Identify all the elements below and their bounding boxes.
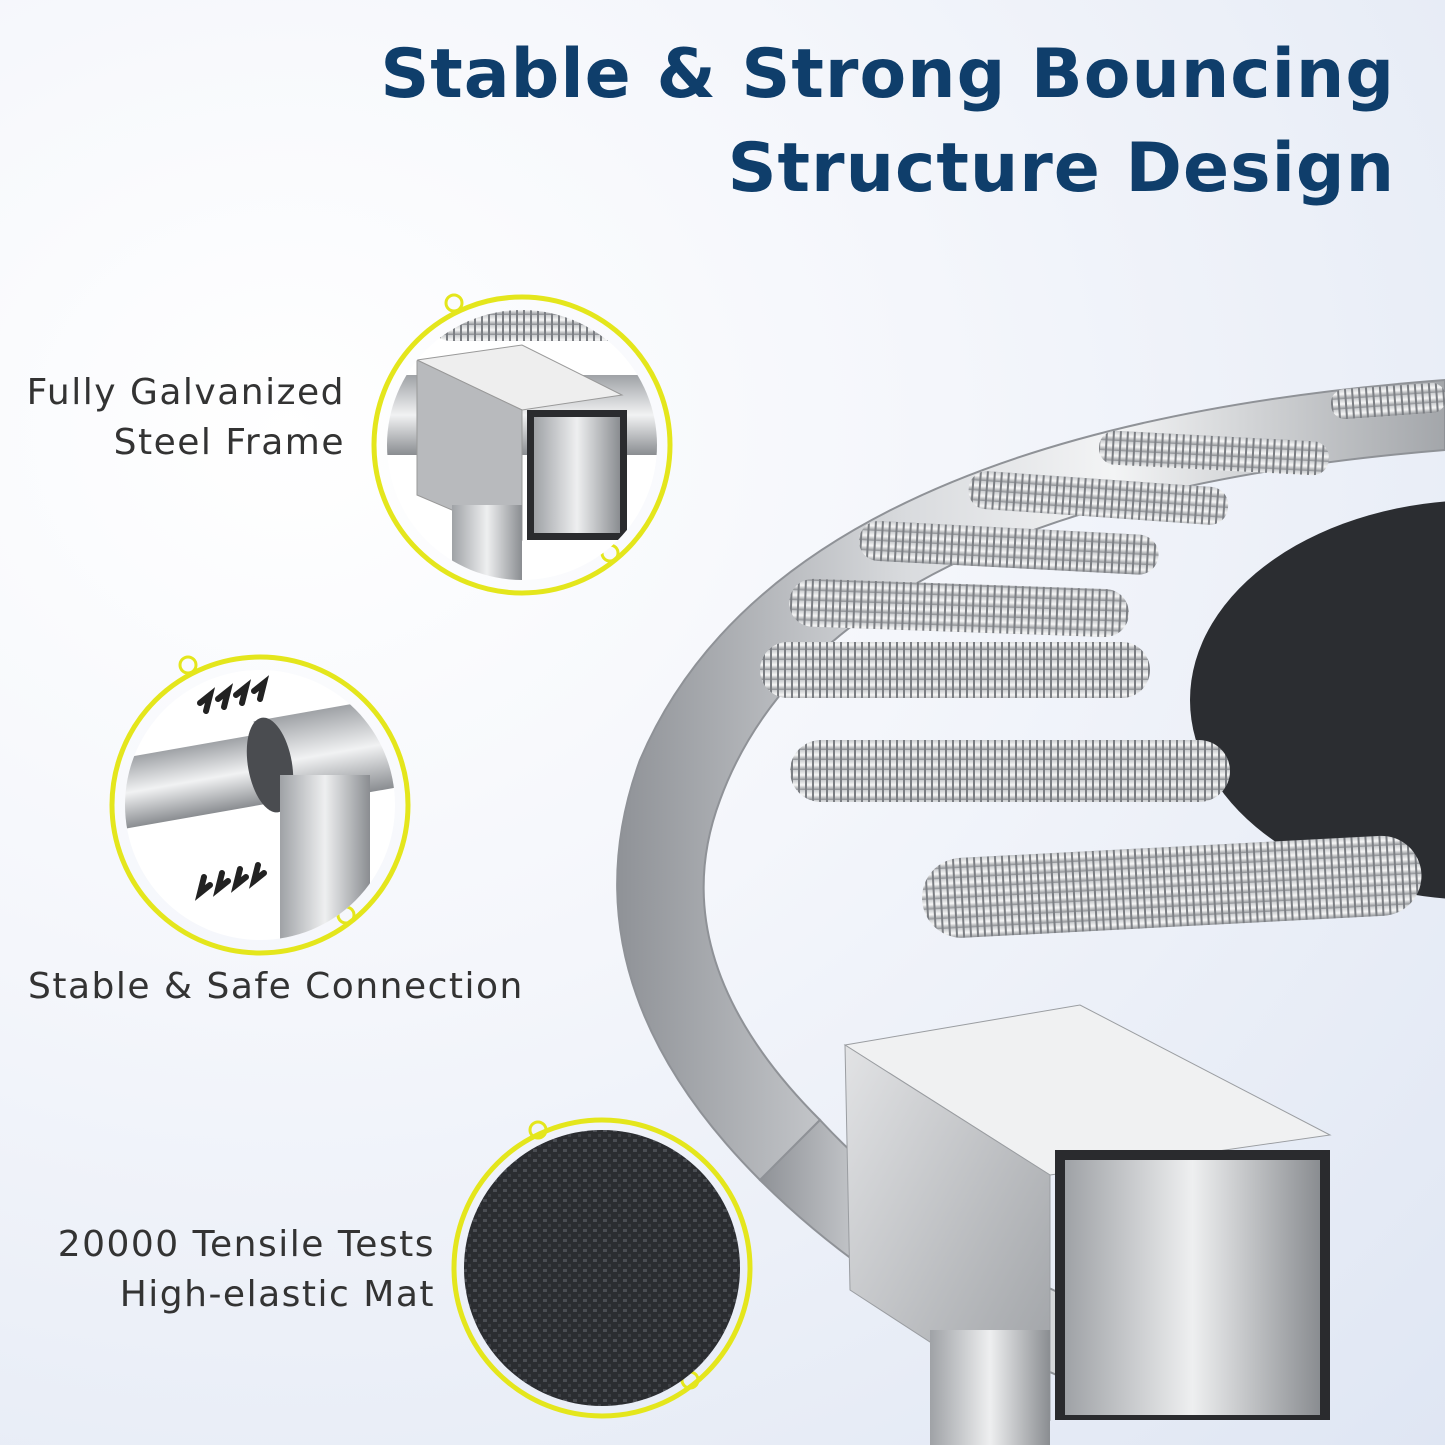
feature-frame-line-2: Steel Frame bbox=[113, 422, 345, 463]
page-title: Stable & Strong Bouncing Structure Desig… bbox=[380, 28, 1395, 216]
feature-label-mat: 20000 Tensile Tests High-elastic Mat bbox=[58, 1220, 435, 1320]
feature-mat-line-2: High-elastic Mat bbox=[119, 1274, 435, 1315]
feature-frame-line-1: Fully Galvanized bbox=[26, 372, 345, 413]
title-line-1: Stable & Strong Bouncing bbox=[380, 35, 1395, 114]
mat-texture-closeup bbox=[451, 1117, 753, 1419]
arrows-icon bbox=[194, 675, 270, 901]
feature-label-connection: Stable & Safe Connection bbox=[28, 962, 524, 1012]
feature-connection-line-1: Stable & Safe Connection bbox=[28, 966, 524, 1007]
title-line-2: Structure Design bbox=[727, 129, 1395, 208]
tube-connection-closeup bbox=[109, 654, 411, 956]
feature-mat-line-1: 20000 Tensile Tests bbox=[57, 1224, 435, 1265]
feature-label-frame: Fully Galvanized Steel Frame bbox=[27, 368, 345, 468]
frame-joint-closeup bbox=[371, 293, 673, 596]
